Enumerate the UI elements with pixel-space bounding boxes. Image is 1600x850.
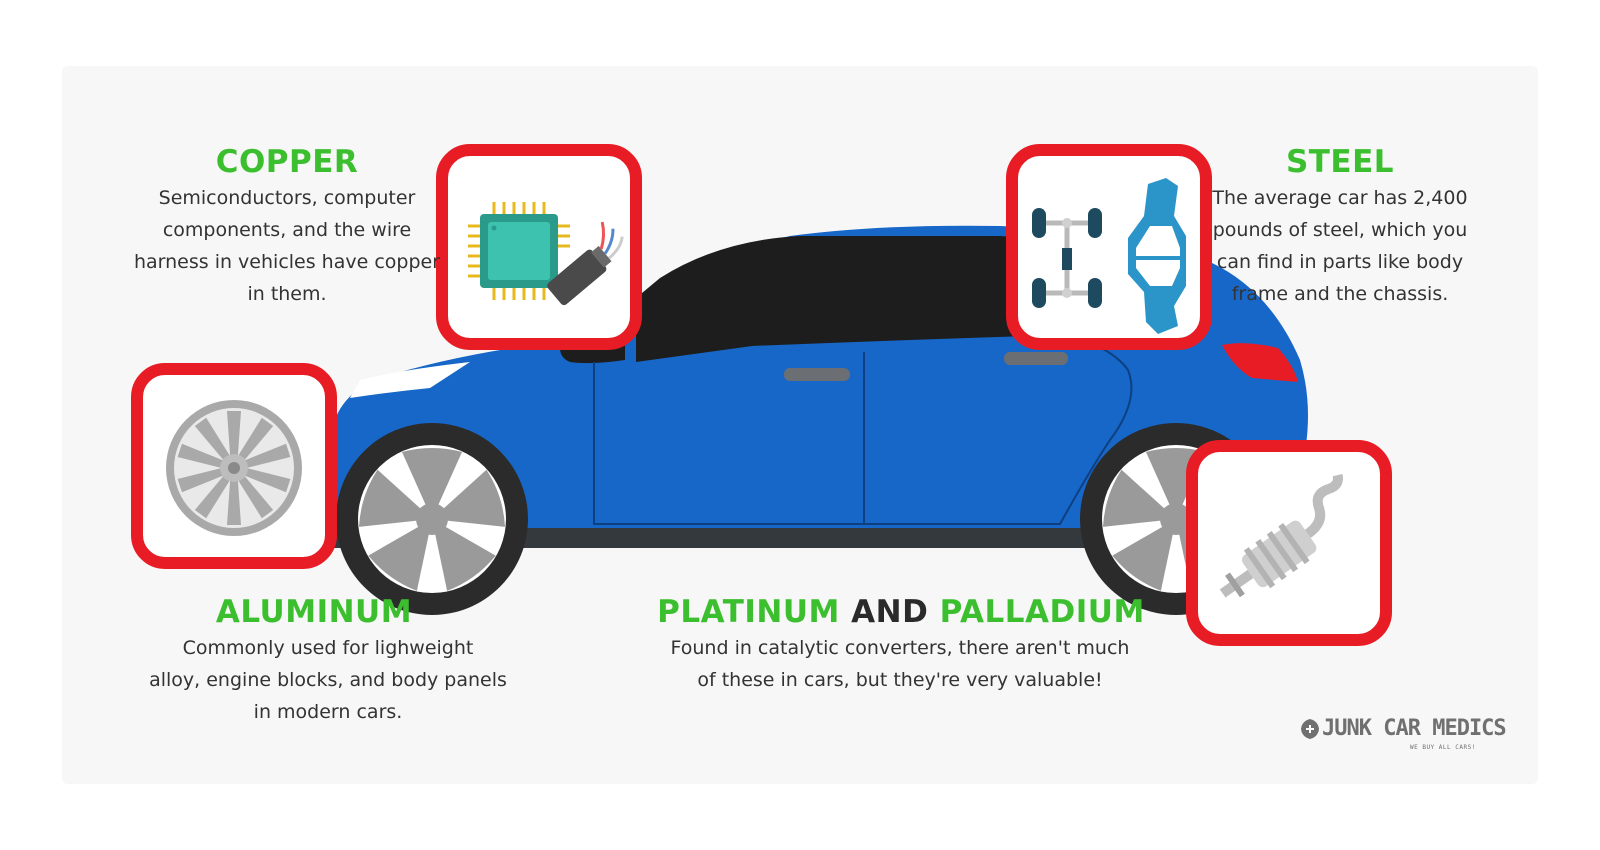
alloy-wheel-icon <box>166 400 302 536</box>
steel-desc-line: can find in parts like body <box>1216 251 1464 273</box>
microchip-with-wire-icon <box>468 202 624 306</box>
rear-door-handle <box>1004 352 1068 365</box>
platinum-icon-box <box>1186 440 1392 646</box>
junk-car-medics-logo: JUNK CAR MEDICS WE BUY ALL CARS! <box>1300 716 1507 760</box>
steel-desc-line: The average car has 2,400 <box>1212 187 1468 209</box>
rear-door-line <box>864 334 1133 525</box>
aluminum-desc-line: in modern cars. <box>253 701 403 723</box>
steel-desc-line: frame and the chassis. <box>1231 283 1449 305</box>
and-word: AND <box>839 594 940 630</box>
catalytic-converter-exhaust-icon <box>1219 474 1343 598</box>
platinum-desc-line: Found in catalytic converters, there are… <box>670 637 1130 659</box>
front-wheel <box>336 423 528 615</box>
aluminum-icon-box <box>131 363 337 569</box>
steel-icon-box <box>1006 144 1212 350</box>
aluminum-desc-line: alloy, engine blocks, and body panels <box>149 669 507 691</box>
palladium-word: PALLADIUM <box>939 594 1145 630</box>
copper-desc-line: components, and the wire <box>162 219 412 241</box>
front-door-line <box>593 352 865 525</box>
copper-desc-line: in them. <box>247 283 327 305</box>
platinum-palladium-heading: PLATINUM AND PALLADIUM <box>656 594 1146 630</box>
car-taillight <box>1222 343 1298 382</box>
chassis-and-frame-icon <box>1032 178 1186 334</box>
car-headlight <box>350 362 470 398</box>
aluminum-heading: ALUMINUM <box>215 594 413 630</box>
logo-mark-icon <box>1301 719 1319 739</box>
steel-desc-line: pounds of steel, which you <box>1212 219 1468 241</box>
front-door-handle <box>784 368 850 381</box>
logo-name: JUNK CAR MEDICS <box>1322 716 1507 741</box>
car-sill <box>330 528 1306 548</box>
logo-tagline: WE BUY ALL CARS! <box>1410 744 1476 751</box>
platinum-word: PLATINUM <box>657 594 840 630</box>
copper-desc-line: Semiconductors, computer <box>158 187 416 209</box>
copper-heading: COPPER <box>215 144 359 180</box>
copper-icon-box <box>436 144 642 350</box>
car-window <box>636 236 1060 362</box>
platinum-desc-line: of these in cars, but they're very valua… <box>697 669 1103 691</box>
steel-heading: STEEL <box>1285 144 1395 180</box>
copper-desc-line: harness in vehicles have copper <box>133 251 441 273</box>
aluminum-desc-line: Commonly used for lighweight <box>182 637 474 659</box>
